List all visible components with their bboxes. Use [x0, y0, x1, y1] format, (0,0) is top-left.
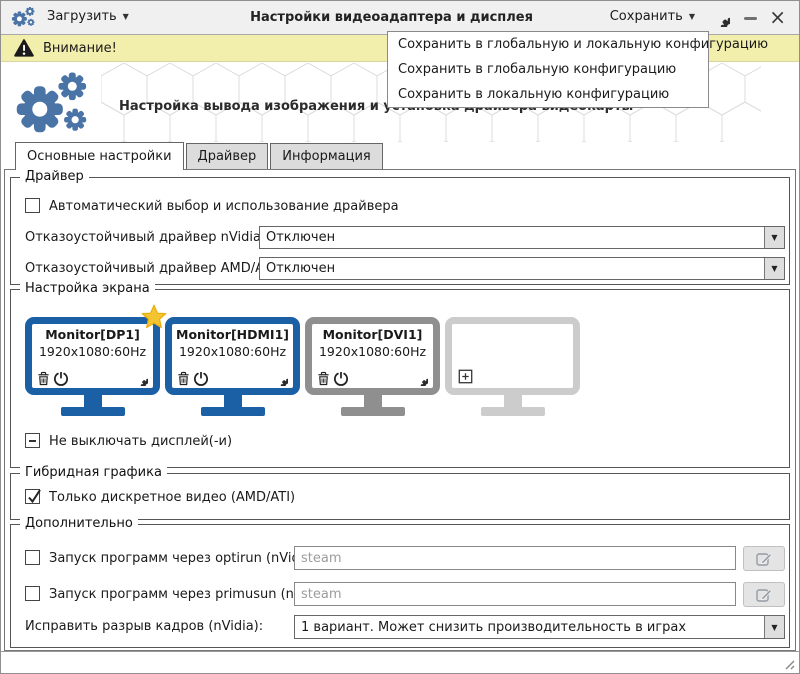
load-button-label: Загрузить: [47, 9, 117, 24]
chevron-down-icon: ▼: [764, 227, 784, 248]
chevron-down-icon: ▼: [122, 11, 129, 21]
tab-content-panel: Драйвер Автоматический выбор и использов…: [4, 169, 796, 651]
monitor-stand: [223, 395, 242, 407]
amd-failsafe-label: Отказоустойчивый драйвер AMD/ATI:: [25, 261, 280, 276]
resize-grip[interactable]: [781, 656, 795, 670]
hybrid-group: Гибридная графика Только дискретное виде…: [10, 465, 790, 520]
monitor-card-empty: [445, 317, 580, 416]
monitor-stand-base: [480, 407, 545, 416]
tab-information[interactable]: Информация: [270, 143, 383, 169]
optirun-label: Запуск программ через optirun (nVidia):: [49, 551, 321, 566]
monitor-name: Monitor[HDMI1]: [176, 327, 289, 342]
status-bar: [1, 651, 799, 673]
monitor-card-dp1[interactable]: Monitor[DP1] 1920x1080:60Hz: [25, 304, 167, 416]
warning-text: Внимание!: [43, 40, 117, 56]
keep-displays-on-label: Не выключать дисплей(-и): [49, 434, 233, 449]
nvidia-failsafe-label: Отказоустойчивый драйвер nVidia:: [25, 230, 266, 245]
tearing-fix-label: Исправить разрыв кадров (nVidia):: [25, 619, 264, 634]
delete-monitor-button[interactable]: [317, 371, 330, 386]
monitor-screen: Monitor[HDMI1] 1920x1080:60Hz: [165, 317, 300, 395]
monitor-screen: [445, 317, 580, 395]
titlebar: Загрузить ▼ Настройки видеоадаптера и ди…: [1, 1, 799, 35]
monitor-stand: [363, 395, 382, 407]
save-dropdown-menu: Сохранить в глобальную и локальную конфи…: [387, 31, 769, 108]
settings-gear-button[interactable]: [711, 8, 730, 27]
amd-failsafe-value: Отключен: [266, 261, 336, 276]
save-button[interactable]: Сохранить ▼: [610, 9, 695, 24]
power-toggle-button[interactable]: [194, 371, 208, 386]
primusun-checkbox[interactable]: [25, 586, 40, 601]
hybrid-group-title: Гибридная графика: [20, 465, 167, 480]
save-button-label: Сохранить: [609, 9, 683, 24]
monitor-stand-base: [60, 407, 125, 416]
monitor-mode: 1920x1080:60Hz: [178, 344, 287, 359]
pencil-edit-icon: [756, 588, 772, 602]
primusun-edit-button[interactable]: [743, 582, 785, 607]
extra-group-title: Дополнительно: [20, 516, 138, 531]
app-logo-gears-icon: [14, 70, 100, 137]
primusun-command-input[interactable]: [294, 582, 736, 606]
discrete-only-checkbox[interactable]: [25, 489, 41, 504]
monitor-row: Monitor[DP1] 1920x1080:60Hz: [25, 304, 585, 416]
chevron-down-icon: ▼: [764, 258, 784, 279]
monitor-stand: [503, 395, 522, 407]
tab-driver[interactable]: Драйвер: [185, 143, 269, 169]
delete-monitor-button[interactable]: [177, 371, 190, 386]
monitor-mode: 1920x1080:60Hz: [38, 344, 147, 359]
nvidia-failsafe-value: Отключен: [266, 230, 336, 245]
monitor-stand: [83, 395, 102, 407]
minimize-button[interactable]: [744, 17, 757, 20]
load-button[interactable]: Загрузить ▼: [47, 9, 129, 24]
monitor-card-dvi1[interactable]: Monitor[DVI1] 1920x1080:60Hz: [305, 317, 440, 416]
auto-driver-checkbox[interactable]: [25, 198, 40, 213]
monitor-stand-base: [340, 407, 405, 416]
screen-group: Настройка экрана Monitor[DP1] 1920x1080:…: [10, 281, 790, 468]
extra-group: Дополнительно Запуск программ через opti…: [10, 516, 790, 648]
optirun-edit-button[interactable]: [743, 546, 785, 571]
power-toggle-button[interactable]: [334, 371, 348, 386]
discrete-only-label: Только дискретное видео (AMD/ATI): [49, 490, 296, 505]
monitor-name: Monitor[DVI1]: [322, 327, 423, 342]
screen-group-title: Настройка экрана: [20, 281, 155, 296]
menu-item-save-global[interactable]: Сохранить в глобальную конфигурацию: [398, 62, 677, 77]
add-monitor-button[interactable]: [458, 369, 473, 384]
monitor-stand-base: [200, 407, 265, 416]
monitor-settings-button[interactable]: [273, 371, 288, 386]
pencil-edit-icon: [756, 552, 772, 566]
menu-item-save-global-local[interactable]: Сохранить в глобальную и локальную конфи…: [398, 37, 769, 52]
amd-failsafe-select[interactable]: Отключен ▼: [259, 257, 785, 280]
primusun-label: Запуск программ через primusun (nVidia):: [49, 587, 336, 602]
tab-bar: Основные настройки Драйвер Информация: [15, 142, 385, 170]
close-button[interactable]: ×: [769, 5, 786, 29]
driver-group-title: Драйвер: [20, 169, 89, 184]
optirun-checkbox[interactable]: [25, 550, 40, 565]
check-icon: [28, 489, 41, 504]
primary-star-icon: [141, 304, 167, 329]
auto-driver-label: Автоматический выбор и использование дра…: [49, 199, 399, 214]
tab-main-settings[interactable]: Основные настройки: [15, 142, 184, 170]
app-logo-gears-icon: [11, 6, 39, 28]
monitor-mode: 1920x1080:60Hz: [318, 344, 427, 359]
driver-group: Драйвер Автоматический выбор и использов…: [10, 169, 790, 285]
monitor-screen: Monitor[DVI1] 1920x1080:60Hz: [305, 317, 440, 395]
nvidia-failsafe-select[interactable]: Отключен ▼: [259, 226, 785, 249]
tearing-fix-select[interactable]: 1 вариант. Может снизить производительно…: [294, 615, 785, 639]
warning-triangle-icon: [14, 39, 34, 57]
optirun-command-input[interactable]: [294, 546, 736, 570]
chevron-down-icon: ▼: [764, 616, 784, 638]
monitor-name: Monitor[DP1]: [45, 327, 140, 342]
keep-displays-on-checkbox[interactable]: [25, 433, 40, 448]
power-toggle-button[interactable]: [54, 371, 68, 386]
monitor-settings-button[interactable]: [413, 371, 428, 386]
tearing-fix-value: 1 вариант. Может снизить производительно…: [301, 619, 687, 635]
delete-monitor-button[interactable]: [37, 371, 50, 386]
window-title: Настройки видеоадаптера и дисплея: [250, 10, 533, 25]
monitor-settings-button[interactable]: [133, 371, 148, 386]
menu-item-save-local[interactable]: Сохранить в локальную конфигурацию: [398, 87, 670, 102]
chevron-down-icon: ▼: [688, 11, 695, 21]
monitor-screen: Monitor[DP1] 1920x1080:60Hz: [25, 317, 160, 395]
monitor-card-hdmi1[interactable]: Monitor[HDMI1] 1920x1080:60Hz: [165, 317, 300, 416]
